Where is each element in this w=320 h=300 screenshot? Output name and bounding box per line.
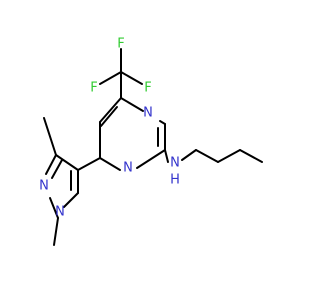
bond-pz-n2-n1: [49, 197, 59, 219]
bond-c3-c4: [239, 149, 263, 163]
trifluoromethyl-group: [99, 48, 143, 99]
amine-n-label: N: [170, 156, 180, 171]
bond-c-f-right: [120, 71, 143, 85]
pyrimidine-ring: [99, 97, 166, 171]
pyrazole-n2-label: N: [39, 179, 49, 194]
bond-pz-c3-methyl: [43, 117, 57, 156]
bond-c1-c2: [195, 149, 219, 163]
bond-pz-c3-n2: [45, 154, 57, 175]
structure-svg: F F F N N N H N N: [39, 37, 263, 246]
bond-c6-n1: [99, 157, 121, 171]
pyrazole-n1-label: N: [55, 205, 65, 220]
bond-pz-n1-methyl: [53, 217, 59, 246]
bond-c-f-left: [99, 71, 122, 85]
bond-pz-c3-n2-double: [51, 159, 63, 179]
fluorine-right-label: F: [144, 81, 151, 96]
bond-c4-n3: [120, 97, 144, 112]
pyrimidine-n1-label: N: [123, 161, 133, 176]
bond-c2-nh: [164, 149, 169, 163]
bond-c4-c5: [99, 97, 122, 123]
pyrazole-ring: [43, 117, 101, 246]
atom-labels: F F F N N N H N N: [39, 37, 180, 220]
bond-pz-c4-c3: [55, 154, 79, 171]
bond-nh-c1: [181, 149, 197, 161]
bond-pz-c5-n1: [63, 192, 79, 208]
pyrimidine-n3-label: N: [143, 106, 153, 121]
molecule-diagram: F F F N N N H N N: [39, 37, 263, 246]
fluorine-left-label: F: [90, 81, 97, 96]
bond-c2-c3: [217, 149, 241, 163]
bond-n1-c2: [136, 149, 166, 169]
bond-c6-pyrazole: [77, 157, 101, 171]
butylamine-chain: [164, 149, 263, 163]
amine-h-label: H: [170, 173, 180, 188]
fluorine-top-label: F: [117, 37, 124, 52]
bond-c4-c5-double: [100, 106, 118, 127]
